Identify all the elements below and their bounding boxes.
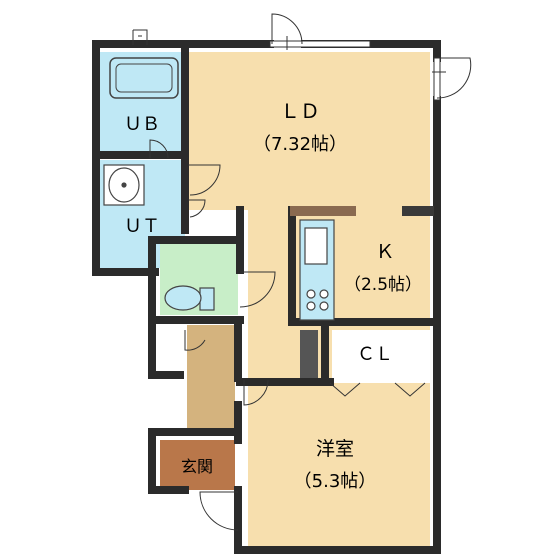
right-window [432, 57, 472, 101]
walls [92, 40, 441, 554]
ld-size: （7.32帖） [253, 134, 347, 155]
youshitsu-size: （5.3帖） [294, 471, 377, 492]
cl-label: ＣＬ [357, 344, 393, 365]
shoe-cabinet [300, 330, 318, 378]
k-size: （2.5帖） [344, 275, 422, 295]
toilet-icon [164, 285, 215, 311]
k-label: Ｋ [375, 241, 394, 263]
ut-label: ＵＴ [124, 216, 160, 237]
hall-floor [187, 325, 235, 432]
bathtub-icon [109, 57, 179, 99]
kitchen-counter-icon [299, 219, 335, 321]
vent-icon [132, 29, 148, 45]
cl-floor [332, 330, 430, 380]
wash-basin-icon [103, 164, 145, 206]
top-window [269, 13, 371, 50]
partition-stub-left [290, 206, 356, 216]
ld-label: ＬＤ [280, 99, 320, 123]
genkan-label: 玄関 [181, 457, 213, 476]
genkan-floor [160, 440, 235, 490]
doors [149, 139, 426, 531]
ub-label: ＵＢ [124, 114, 160, 135]
partition-stub-right [402, 206, 434, 216]
youshitsu-label: 洋室 [316, 438, 354, 460]
storage-floor [160, 325, 185, 370]
youshitsu-floor [248, 383, 430, 548]
